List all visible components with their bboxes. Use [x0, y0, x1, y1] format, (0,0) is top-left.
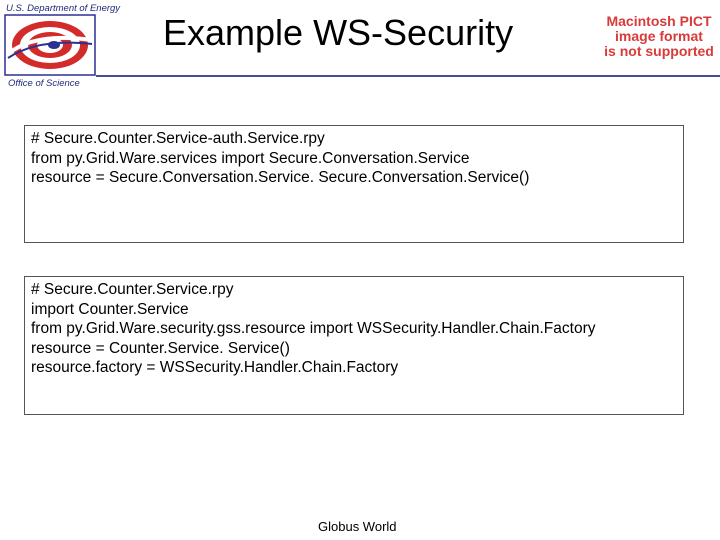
code-line: # Secure.Counter.Service-auth.Service.rp…	[31, 130, 325, 147]
code-block-counter-service: # Secure.Counter.Service.rpy import Coun…	[24, 276, 684, 415]
code-block-auth-service: # Secure.Counter.Service-auth.Service.rp…	[24, 125, 684, 243]
code-line: resource = Counter.Service. Service()	[31, 339, 290, 357]
header-rule	[96, 75, 720, 77]
code-line: # Secure.Counter.Service.rpy	[31, 281, 234, 298]
pict-line: Macintosh PICT	[606, 13, 712, 29]
footer-text: Globus World	[318, 519, 397, 534]
doe-logo-icon	[4, 14, 96, 76]
code-line: from py.Grid.Ware.services import Secure…	[31, 149, 470, 167]
slide-title: Example WS-Security	[163, 12, 514, 53]
office-label: Office of Science	[8, 78, 80, 89]
pict-line: image format	[615, 28, 703, 44]
pict-line: is not supported	[604, 43, 714, 59]
code-line: resource.factory = WSSecurity.Handler.Ch…	[31, 359, 399, 376]
pict-placeholder: Macintosh PICT image format is not suppo…	[598, 14, 720, 59]
code-line: import Counter.Service	[31, 300, 189, 318]
org-label: U.S. Department of Energy	[6, 3, 121, 14]
code-line: from py.Grid.Ware.security.gss.resource …	[31, 320, 596, 337]
code-line: resource = Secure.Conversation.Service. …	[31, 169, 530, 186]
